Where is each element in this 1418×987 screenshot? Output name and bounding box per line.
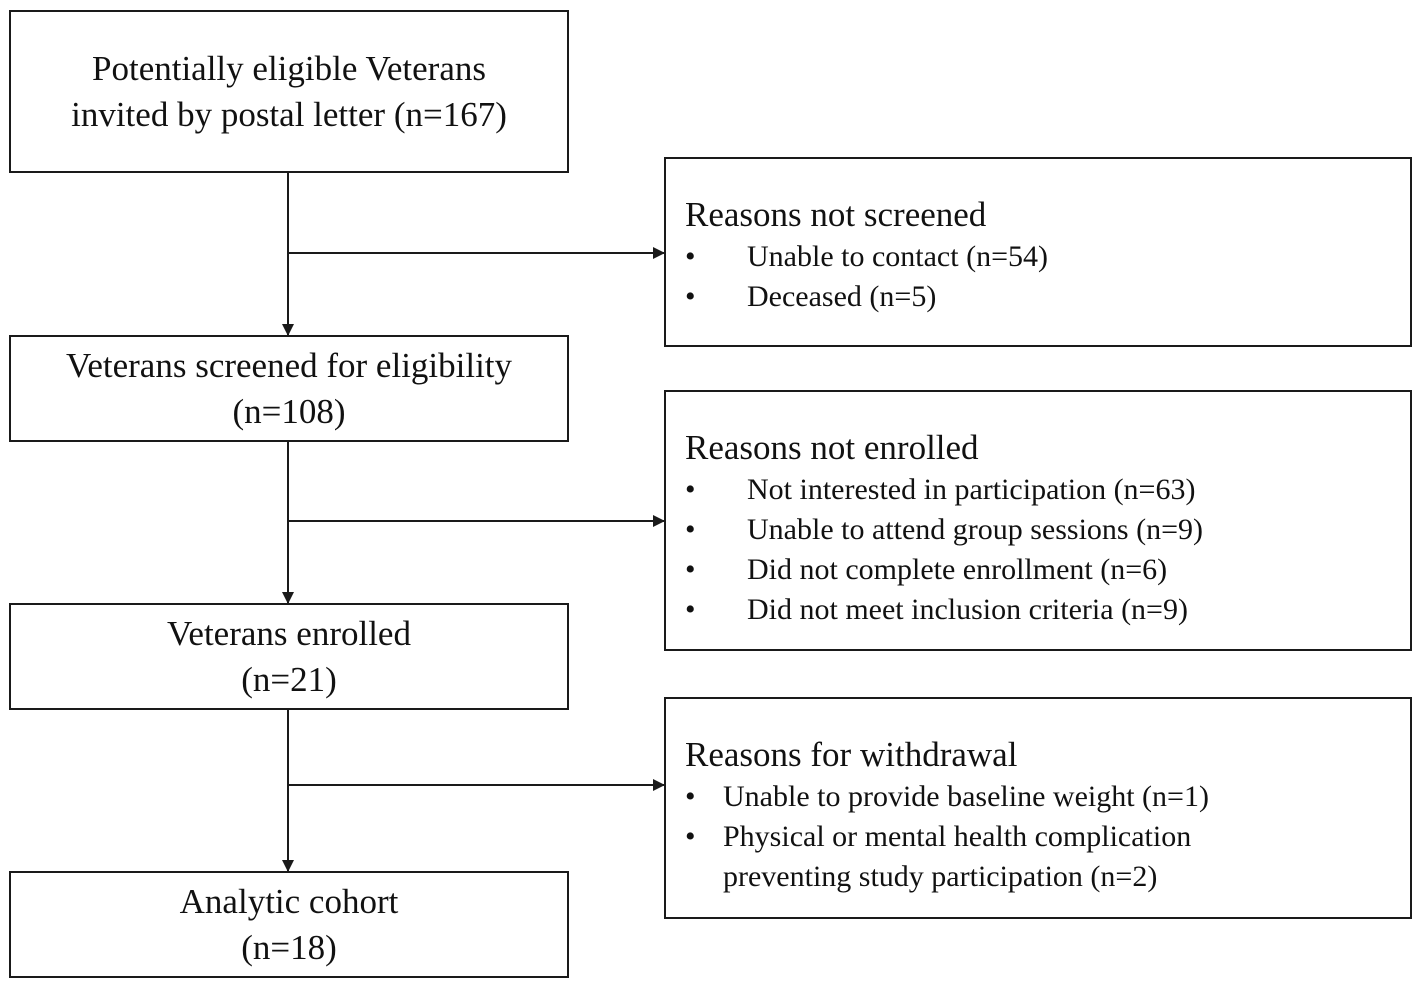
list-item-label: Physical or mental health complication	[723, 820, 1192, 853]
list-item: • Unable to attend group sessions (n=9)	[685, 510, 1410, 550]
withdrawal-title: Reasons for withdrawal	[685, 735, 1018, 774]
bullet-icon: •	[685, 280, 696, 313]
list-item-label: Deceased (n=5)	[747, 280, 937, 313]
analytic-line-2: (n=18)	[241, 927, 337, 967]
invited-box: Potentially eligible Veterans invited by…	[9, 10, 569, 173]
enrolled-line-1: Veterans enrolled	[167, 613, 411, 653]
screened-line-2: (n=108)	[232, 391, 346, 431]
invited-line-1: Potentially eligible Veterans	[92, 48, 486, 88]
list-item: • Physical or mental health complication…	[685, 817, 1410, 897]
not-enrolled-list: • Not interested in participation (n=63)…	[685, 470, 1410, 630]
bullet-icon: •	[685, 240, 696, 273]
list-item: • Not interested in participation (n=63)	[685, 470, 1410, 510]
list-item-label: Unable to attend group sessions (n=9)	[747, 513, 1204, 546]
withdrawal-list: • Unable to provide baseline weight (n=1…	[685, 777, 1410, 897]
bullet-icon: •	[685, 473, 696, 506]
not-enrolled-box: Reasons not enrolled • Not interested in…	[664, 390, 1412, 651]
list-item-label: Unable to contact (n=54)	[747, 240, 1048, 273]
screened-box: Veterans screened for eligibility (n=108…	[9, 335, 569, 442]
list-item-label-continued: preventing study participation (n=2)	[723, 860, 1158, 893]
not-screened-title: Reasons not screened	[685, 195, 987, 234]
screened-line-1: Veterans screened for eligibility	[65, 345, 513, 385]
list-item: • Deceased (n=5)	[685, 277, 1410, 317]
bullet-icon: •	[685, 820, 696, 853]
list-item-label: Not interested in participation (n=63)	[747, 473, 1196, 506]
analytic-line-1: Analytic cohort	[179, 881, 399, 921]
bullet-icon: •	[685, 780, 696, 813]
list-item: • Unable to contact (n=54)	[685, 237, 1410, 277]
list-item: • Unable to provide baseline weight (n=1…	[685, 777, 1410, 817]
list-item-label: Unable to provide baseline weight (n=1)	[723, 780, 1209, 813]
list-item-label: Did not complete enrollment (n=6)	[747, 553, 1168, 586]
list-item-label: Did not meet inclusion criteria (n=9)	[747, 593, 1188, 626]
enrolled-box: Veterans enrolled (n=21)	[9, 603, 569, 710]
withdrawal-box: Reasons for withdrawal • Unable to provi…	[664, 697, 1412, 919]
enrolled-line-2: (n=21)	[241, 659, 337, 699]
not-screened-box: Reasons not screened • Unable to contact…	[664, 157, 1412, 347]
bullet-icon: •	[685, 593, 696, 626]
list-item: • Did not complete enrollment (n=6)	[685, 550, 1410, 590]
bullet-icon: •	[685, 553, 696, 586]
not-screened-list: • Unable to contact (n=54) • Deceased (n…	[685, 237, 1410, 317]
not-enrolled-title: Reasons not enrolled	[685, 428, 979, 467]
analytic-cohort-box: Analytic cohort (n=18)	[9, 871, 569, 978]
invited-line-2: invited by postal letter (n=167)	[71, 94, 507, 134]
list-item: • Did not meet inclusion criteria (n=9)	[685, 590, 1410, 630]
bullet-icon: •	[685, 513, 696, 546]
